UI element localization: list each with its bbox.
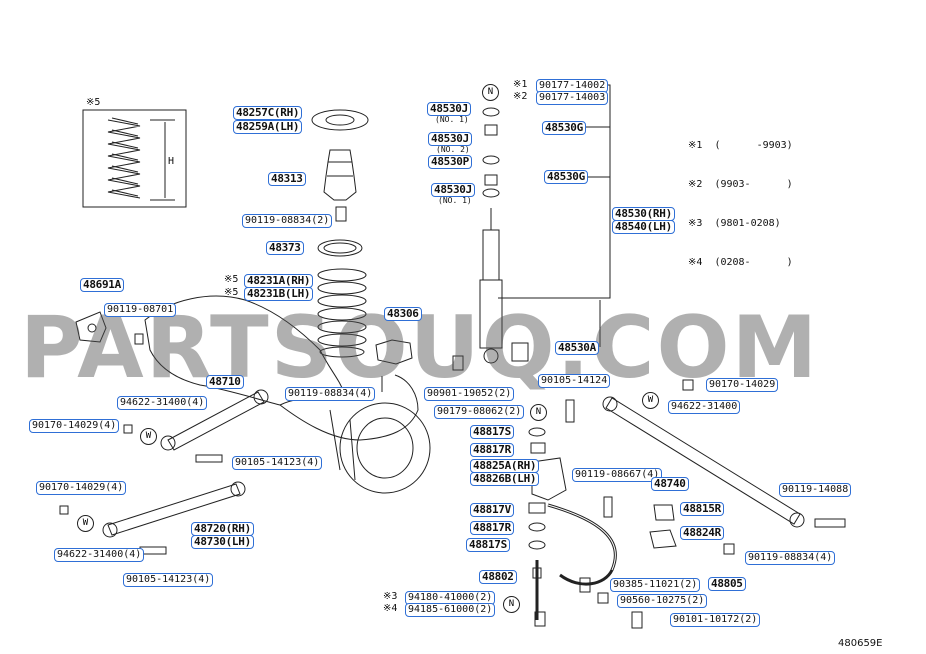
part-90170-14029-a[interactable]: 90170-14029(4)	[29, 419, 120, 433]
spring-upper-seat	[311, 109, 369, 131]
part-48691a[interactable]: 48691A	[80, 278, 124, 292]
part-94622-31400-b[interactable]: 94622-31400(4)	[54, 548, 145, 562]
differential-carrier	[339, 402, 431, 494]
part-48817r-1[interactable]: 48817R	[470, 443, 514, 457]
note-mark-5b: ※5	[224, 287, 239, 298]
note-mark-3: ※3	[383, 591, 398, 602]
part-90170-14029-c[interactable]: 90170-14029	[706, 378, 779, 392]
legend-row-1: ※1 ( -9903)	[688, 140, 793, 151]
part-90119-14088[interactable]: 90119-14088	[779, 483, 852, 497]
part-90177-14003[interactable]: 90177-14003	[536, 91, 609, 105]
part-48530j-1[interactable]: 48530J	[427, 102, 471, 116]
part-90105-14123-b[interactable]: 90105-14123(4)	[123, 573, 214, 587]
note-mark-1: ※1	[513, 79, 528, 90]
part-48259a[interactable]: 48259A(LH)	[233, 120, 303, 134]
part-48530j-2[interactable]: 48530J	[428, 132, 472, 146]
stabilizer-bracket	[531, 457, 567, 501]
note-mark-2: ※2	[513, 91, 528, 102]
legend-row-3: ※3 (9801-0208)	[688, 218, 781, 229]
part-48306[interactable]: 48306	[384, 307, 422, 321]
circled-n-top: N	[482, 84, 499, 101]
part-94622-31400-a[interactable]: 94622-31400(4)	[117, 396, 208, 410]
part-48824r[interactable]: 48824R	[680, 526, 724, 540]
circled-w-right: W	[642, 392, 659, 409]
circled-n-mid: N	[530, 404, 547, 421]
circled-w-left: W	[140, 428, 157, 445]
part-48710[interactable]: 48710	[206, 375, 244, 389]
part-48540-lh[interactable]: 48540(LH)	[612, 220, 675, 234]
part-48817s-2[interactable]: 48817S	[466, 538, 510, 552]
part-90105-14123-a[interactable]: 90105-14123(4)	[232, 456, 323, 470]
inset-height-mark: H	[168, 156, 175, 167]
part-90385-11021[interactable]: 90385-11021(2)	[610, 578, 701, 592]
part-90119-08834-a[interactable]: 90119-08834(2)	[242, 214, 333, 228]
note-no2: (NO. 2)	[436, 145, 470, 154]
part-48720[interactable]: 48720(RH)	[191, 522, 254, 536]
part-90560-10275[interactable]: 90560-10275(2)	[617, 594, 708, 608]
part-48740[interactable]: 48740	[651, 477, 689, 491]
part-48530a[interactable]: 48530A	[555, 341, 599, 355]
part-48313[interactable]: 48313	[268, 172, 306, 186]
upper-control-arm	[167, 391, 265, 451]
part-48805[interactable]: 48805	[708, 577, 746, 591]
bump-bracket	[375, 339, 413, 365]
spring-height-inset	[82, 109, 187, 208]
part-48530g-2[interactable]: 48530G	[544, 170, 588, 184]
part-90119-08834-c[interactable]: 90119-08834(4)	[745, 551, 836, 565]
part-48373[interactable]: 48373	[266, 241, 304, 255]
part-94185-61000[interactable]: 94185-61000(2)	[405, 603, 496, 617]
legend-row-4: ※4 (0208- )	[688, 257, 793, 268]
part-48530p[interactable]: 48530P	[428, 155, 472, 169]
part-48530-rh[interactable]: 48530(RH)	[612, 207, 675, 221]
part-90101-10172[interactable]: 90101-10172(2)	[670, 613, 761, 627]
note-mark-4: ※4	[383, 603, 398, 614]
shock-absorber	[479, 208, 503, 364]
part-48530g-1[interactable]: 48530G	[542, 121, 586, 135]
part-90119-08701[interactable]: 90119-08701	[104, 303, 177, 317]
bump-stopper	[323, 149, 357, 201]
part-90170-14029-b[interactable]: 90170-14029(4)	[36, 481, 127, 495]
lower-control-arm	[107, 483, 241, 536]
legend-row-2: ※2 (9903- )	[688, 179, 793, 190]
inset-mark: ※5	[86, 97, 101, 108]
legend: ※1 ( -9903) ※2 (9903- ) ※3 (9801-0208) ※…	[688, 113, 793, 282]
part-48817r-2[interactable]: 48817R	[470, 521, 514, 535]
part-90179-08062[interactable]: 90179-08062(2)	[434, 405, 525, 419]
part-90119-08667[interactable]: 90119-08667(4)	[572, 468, 663, 482]
part-48530j-3[interactable]: 48530J	[431, 183, 475, 197]
coil-spring	[317, 268, 367, 358]
note-no1-a: (NO. 1)	[435, 115, 469, 124]
note-mark-5a: ※5	[224, 274, 239, 285]
note-no1-b: (NO. 1)	[438, 196, 472, 205]
part-90105-14124[interactable]: 90105-14124	[538, 374, 611, 388]
diagram-reference-id: 480659E	[838, 638, 883, 649]
part-48826b[interactable]: 48826B(LH)	[470, 472, 540, 486]
part-48257c[interactable]: 48257C(RH)	[233, 106, 303, 120]
part-90901-19052[interactable]: 90901-19052(2)	[424, 387, 515, 401]
part-90119-08834-b[interactable]: 90119-08834(4)	[285, 387, 376, 401]
part-48825a[interactable]: 48825A(RH)	[470, 459, 540, 473]
part-94622-31400-c[interactable]: 94622-31400	[668, 400, 741, 414]
part-48815r[interactable]: 48815R	[680, 502, 724, 516]
circled-n-bottom: N	[503, 596, 520, 613]
part-48817v[interactable]: 48817V	[470, 503, 514, 517]
inset-spring	[107, 119, 141, 199]
part-48802[interactable]: 48802	[479, 570, 517, 584]
part-48231b[interactable]: 48231B(LH)	[244, 287, 314, 301]
part-48730[interactable]: 48730(LH)	[191, 535, 254, 549]
part-48231a[interactable]: 48231A(RH)	[244, 274, 314, 288]
lateral-bracket	[75, 311, 107, 343]
part-48817s-1[interactable]: 48817S	[470, 425, 514, 439]
circled-w-left-2: W	[77, 515, 94, 532]
spring-insulator-ring	[317, 239, 363, 257]
